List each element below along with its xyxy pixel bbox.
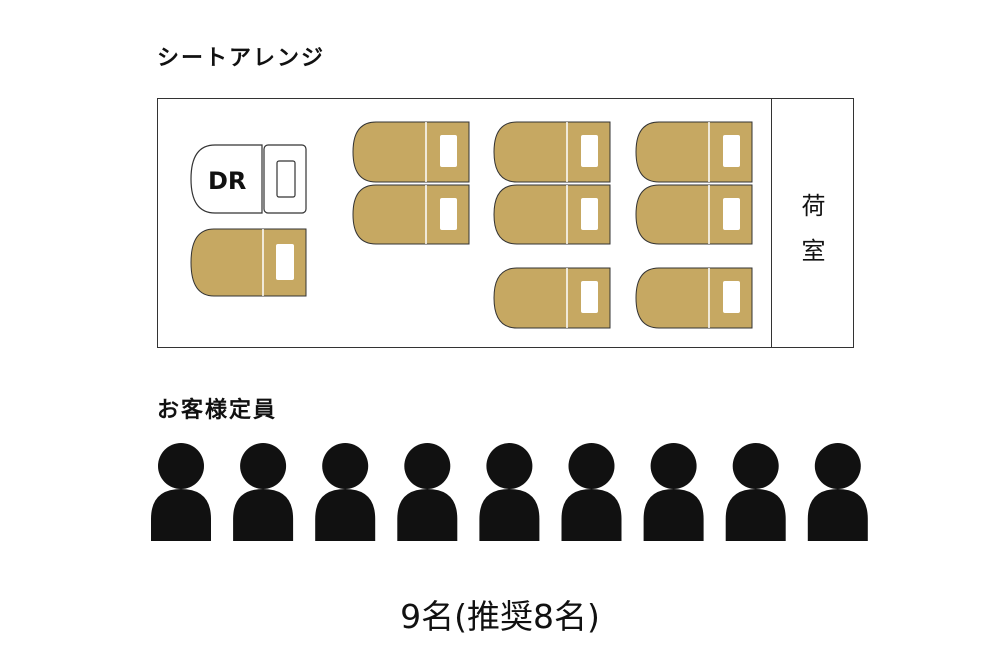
person-icon xyxy=(725,443,786,541)
passenger-seat xyxy=(352,184,470,245)
cargo-label-1: 荷 xyxy=(801,192,826,220)
passenger-seat xyxy=(493,121,611,183)
person-icon xyxy=(643,443,704,541)
passenger-seat xyxy=(493,267,611,329)
driver-seat xyxy=(190,144,307,214)
seat-arrangement-heading: シートアレンジ xyxy=(157,46,326,71)
vehicle-layout xyxy=(157,98,854,348)
passenger-seat xyxy=(352,121,470,183)
person-icon xyxy=(315,443,376,541)
passenger-seat xyxy=(635,121,753,183)
person-icon xyxy=(561,443,622,541)
person-icon xyxy=(479,443,540,541)
person-icon xyxy=(807,443,868,541)
passenger-seat xyxy=(190,228,307,297)
person-icon xyxy=(397,443,458,541)
person-icons xyxy=(151,443,868,541)
passenger-seat xyxy=(493,184,611,245)
passenger-seat xyxy=(635,184,753,245)
cargo-label-2: 室 xyxy=(801,237,826,265)
person-icon xyxy=(151,443,211,541)
passenger-seat xyxy=(635,267,753,329)
driver-label: DR xyxy=(208,167,247,195)
capacity-total: 9名(推奨8名) xyxy=(400,597,600,636)
cargo-area: 荷 室 xyxy=(771,98,854,348)
capacity-heading: お客様定員 xyxy=(157,398,278,423)
person-icon xyxy=(233,443,294,541)
